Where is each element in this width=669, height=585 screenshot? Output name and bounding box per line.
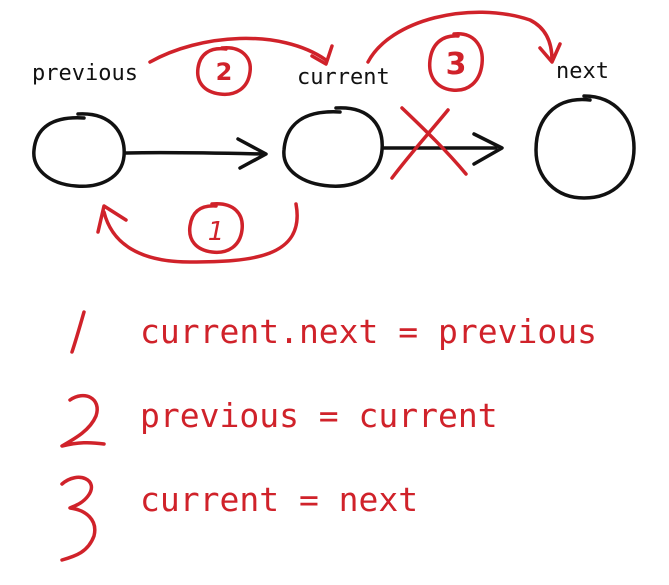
node-label-current: current [297,65,390,90]
arrowhead-previous-to-current [236,137,268,170]
arrow-step-2 [148,36,328,64]
arrow-previous-to-current [124,150,264,156]
step-code-2: previous = current [140,396,498,435]
node-label-next: next [556,59,609,84]
arrowhead-current-to-next [472,132,504,166]
node-circle-next [534,94,636,200]
arrowhead-step-3 [538,42,562,64]
node-label-previous: previous [32,61,138,86]
arrowhead-step-1 [96,204,128,234]
node-circle-current [282,106,384,188]
arrowhead-step-2 [310,44,334,66]
step-code-3: current = next [140,480,418,519]
cross-out-mark [390,106,468,180]
badge-number-step-1: 1 [208,217,225,247]
arrow-step-1 [102,202,299,264]
badge-number-step-3: 3 [446,47,467,82]
step-code-1: current.next = previous [140,312,597,351]
node-circle-previous [32,112,126,188]
step-numeral-2 [60,394,106,448]
badge-circle-step-3 [427,32,484,92]
step-numeral-1 [70,310,86,354]
badge-circle-step-1 [187,202,244,255]
badge-number-step-2: 2 [216,58,233,86]
badge-circle-step-2 [195,46,252,97]
arrow-step-3 [366,10,554,64]
step-numeral-3 [60,475,97,562]
